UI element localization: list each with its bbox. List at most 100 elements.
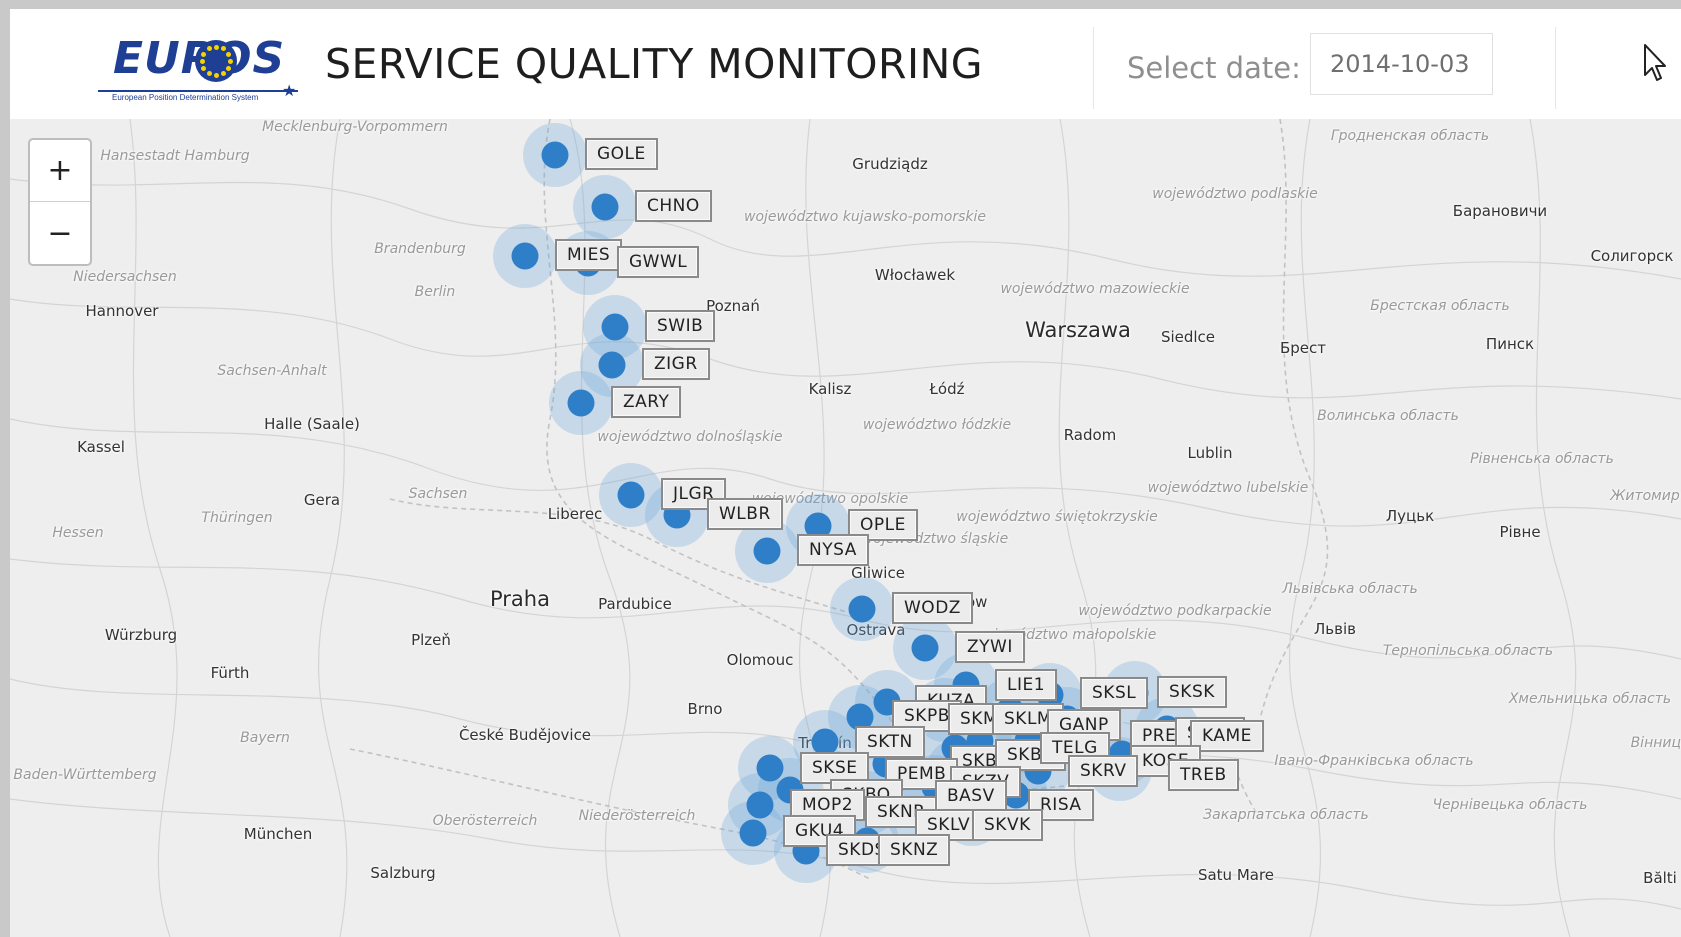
station-marker-icon[interactable] [756, 754, 784, 782]
station-marker-icon[interactable] [811, 728, 839, 756]
place-label: Siedlce [1160, 328, 1216, 346]
place-label: Gliwice [851, 564, 905, 582]
place-label: Satu Mare [1197, 866, 1275, 884]
place-label: Hessen [52, 525, 104, 541]
place-label: województwo opolskie [751, 491, 909, 507]
place-label: Hansestadt Hamburg [100, 148, 250, 164]
place-label: Івано-Франківська область [1274, 753, 1474, 769]
place-label: Würzburg [104, 626, 178, 644]
place-label: Житомир [1610, 488, 1680, 504]
place-label: Berlin [414, 284, 456, 300]
place-label: České Budějovice [458, 726, 592, 744]
station-label-kame[interactable]: KAME [1190, 720, 1264, 752]
place-label: województwo dolnośląskie [597, 429, 783, 445]
place-label: Olomouc [726, 651, 794, 669]
place-label: Sachsen [408, 486, 468, 502]
place-label: Włocławek [874, 266, 956, 284]
zoom-control: + − [28, 138, 92, 266]
station-label-sksk[interactable]: SKSK [1157, 676, 1227, 708]
place-label: województwo kujawsko-pomorskie [744, 209, 986, 225]
place-label: województwo podkarpackie [1078, 603, 1272, 619]
station-label-skvk[interactable]: SKVK [972, 809, 1043, 841]
zoom-in-button[interactable]: + [30, 140, 90, 202]
place-label: Pardubice [598, 595, 672, 613]
place-label: województwo mazowieckie [1000, 281, 1190, 297]
place-label: Чернівецька область [1432, 797, 1588, 813]
station-label-gwwl[interactable]: GWWL [617, 246, 700, 278]
place-label: Солигорск [1590, 247, 1674, 265]
place-label: Poznań [706, 297, 760, 315]
place-label: Łódź [929, 380, 965, 398]
place-label: Рівне [1499, 523, 1541, 541]
place-label: Thüringen [201, 510, 273, 526]
station-marker-icon[interactable] [511, 242, 539, 270]
station-marker-icon[interactable] [746, 791, 774, 819]
place-label: Praha [490, 587, 550, 611]
place-label: Halle (Saale) [264, 415, 360, 433]
place-label: Brno [687, 700, 723, 718]
station-marker-icon[interactable] [911, 634, 939, 662]
station-marker-icon[interactable] [541, 141, 569, 169]
station-label-zigr[interactable]: ZIGR [642, 348, 710, 380]
station-marker-icon[interactable] [617, 481, 645, 509]
station-label-gole[interactable]: GOLE [585, 138, 658, 170]
place-label: Plzeň [411, 631, 451, 649]
place-label: Niedersachsen [73, 269, 177, 285]
station-marker-icon[interactable] [848, 595, 876, 623]
place-label: Kalisz [808, 380, 852, 398]
station-label-treb[interactable]: TREB [1168, 759, 1239, 791]
station-label-jlgr[interactable]: JLGR [661, 478, 727, 510]
station-label-basv[interactable]: BASV [935, 780, 1007, 812]
station-label-mies[interactable]: MIES [555, 239, 623, 271]
place-label: Львівська область [1282, 581, 1418, 597]
station-label-wlbr[interactable]: WLBR [707, 498, 783, 530]
place-label: Закарпатська область [1203, 807, 1369, 823]
place-label: województwo łódzkie [862, 417, 1012, 433]
place-label: Radom [1063, 426, 1117, 444]
date-input[interactable] [1310, 33, 1493, 95]
place-label: Bălti [1643, 869, 1677, 887]
place-label: Kassel [77, 438, 125, 456]
place-label: Рівненська область [1470, 451, 1614, 467]
header-divider [1555, 27, 1556, 109]
app-frame: EUPOS European Position Determination Sy… [10, 9, 1681, 937]
station-marker-icon[interactable] [753, 537, 781, 565]
station-label-lie1[interactable]: LIE1 [995, 669, 1058, 701]
station-label-wodz[interactable]: WODZ [892, 592, 973, 624]
station-marker-icon[interactable] [739, 819, 767, 847]
station-label-swib[interactable]: SWIB [645, 310, 716, 342]
logo-underline [98, 90, 298, 92]
mouse-cursor-icon [1644, 44, 1666, 81]
star-icon: ★ [282, 81, 297, 100]
place-label: Тернопільська область [1382, 643, 1554, 659]
station-marker-icon[interactable] [598, 351, 626, 379]
date-label: Select date: [1127, 51, 1301, 85]
zoom-out-button[interactable]: − [30, 202, 90, 264]
place-label: Bayern [240, 730, 290, 746]
place-label: Baden-Württemberg [13, 767, 157, 783]
place-label: Gera [303, 491, 341, 509]
station-marker-icon[interactable] [567, 389, 595, 417]
place-label: Hannover [85, 302, 159, 320]
place-label: Grudziądz [852, 155, 928, 173]
place-label: Ostrava [846, 621, 906, 639]
station-label-chno[interactable]: CHNO [635, 190, 712, 222]
station-label-sksl[interactable]: SKSL [1080, 677, 1149, 709]
eupos-logo: EUPOS European Position Determination Sy… [98, 27, 298, 107]
station-label-nysa[interactable]: NYSA [797, 534, 869, 566]
place-label: Sachsen-Anhalt [217, 363, 327, 379]
logo-subtitle: European Position Determination System [112, 93, 259, 102]
station-label-sknz[interactable]: SKNZ [878, 834, 951, 866]
place-label: Salzburg [370, 864, 436, 882]
place-label: Brandenburg [374, 241, 466, 257]
station-label-skrv[interactable]: SKRV [1068, 755, 1139, 787]
place-label: Warszawa [1025, 318, 1131, 342]
station-label-zywi[interactable]: ZYWI [955, 631, 1025, 663]
place-label: Niederösterreich [578, 808, 696, 824]
station-marker-icon[interactable] [601, 313, 629, 341]
station-marker-icon[interactable] [591, 193, 619, 221]
place-label: Oberösterreich [432, 813, 538, 829]
place-label: województwo świętokrzyskie [956, 509, 1158, 525]
station-label-zary[interactable]: ZARY [611, 386, 682, 418]
